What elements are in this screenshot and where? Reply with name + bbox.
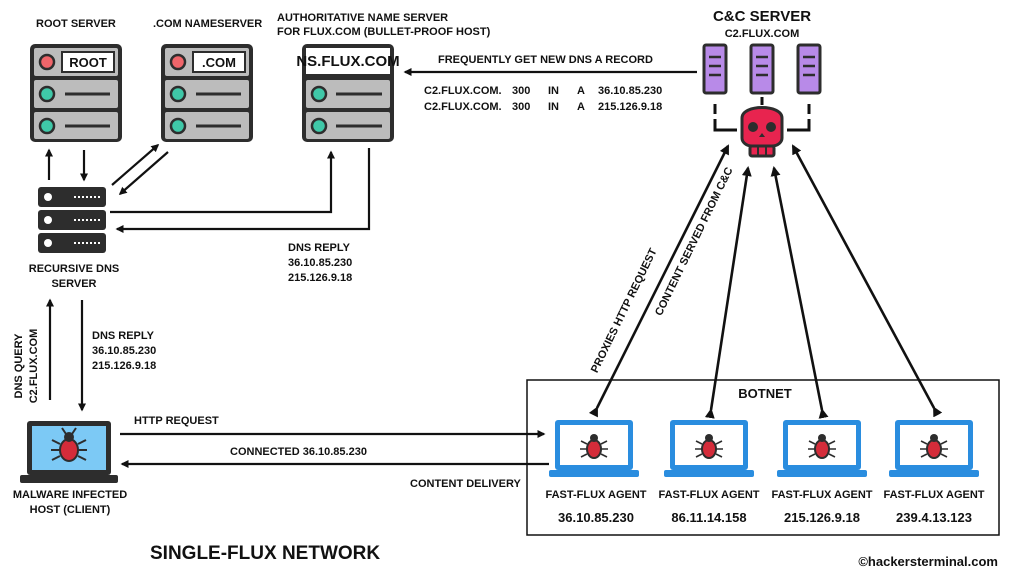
fast-flux-agent-4 [889,420,979,477]
com-nameserver-title: .COM NAMESERVER [153,18,262,30]
dns-record-ttl: 300 [512,101,530,113]
arrow-to-com [111,144,160,186]
auth-server-label: NS.FLUX.COM [296,53,399,70]
com-nameserver [161,44,253,142]
auth-server-title-1: AUTHORITATIVE NAME SERVER [277,12,448,24]
botnet-title: BOTNET [738,386,792,401]
authoritative-name-server [302,44,394,142]
dns-reply-auth-label: DNS REPLY [288,242,351,254]
connected-label: CONNECTED 36.10.85.230 [230,446,367,458]
http-request-label: HTTP REQUEST [134,415,219,427]
dns-update-label: FREQUENTLY GET NEW DNS A RECORD [438,54,653,66]
content-served-label: CONTENT SERVED FROM C&C [653,165,736,317]
arrow-to-auth [110,150,335,214]
dns-record-name: C2.FLUX.COM. [424,85,502,97]
dns-query-label-1: DNS QUERY [13,333,25,399]
dns-reply-auth-ip: 36.10.85.230 [288,257,352,269]
dns-record-type: A [577,101,585,113]
arrow-agent1-cc [588,144,730,418]
skull-icon [740,106,784,158]
dns-record-ip: 215.126.9.18 [598,101,662,113]
laptop-icon [777,420,867,477]
status-led-icon [38,117,56,135]
arrow-agent2-cc [704,166,752,419]
dns-reply-auth-ip: 215.126.9.18 [288,272,352,284]
dns-record-type: A [577,85,585,97]
com-nameserver-label: .COM [202,55,236,70]
status-led-icon [310,117,328,135]
bug-icon [51,427,87,462]
agent-ip: 215.126.9.18 [784,510,860,525]
recursive-dns-label-1: RECURSIVE DNS [29,263,119,275]
status-led-icon [38,85,56,103]
infected-client-laptop-icon [20,421,118,483]
client-label-2: HOST (CLIENT) [30,504,111,516]
arrow-agent4-cc [791,144,943,418]
root-server-title: ROOT SERVER [36,18,116,30]
bug-icon [920,434,948,459]
arrow-from-auth [115,148,371,233]
agent-label: FAST-FLUX AGENT [545,489,646,501]
agent-label: FAST-FLUX AGENT [658,489,759,501]
laptop-icon [664,420,754,477]
dns-record-ttl: 300 [512,85,530,97]
dns-reply-client-ip: 36.10.85.230 [92,345,156,357]
status-led-icon [38,53,56,71]
arrow-from-com [118,151,169,195]
diagram-title: SINGLE-FLUX NETWORK [150,543,380,564]
status-led-icon [169,85,187,103]
auth-server-title-2: FOR FLUX.COM (BULLET-PROOF HOST) [277,26,491,38]
status-led-icon [169,117,187,135]
recursive-dns-server [38,187,106,253]
cc-rack-icon [796,43,822,95]
dns-reply-client-label: DNS REPLY [92,330,155,342]
laptop-icon [549,420,639,477]
cc-server-title: C&C SERVER [713,8,811,25]
fast-flux-agent-2 [664,420,754,477]
recursive-dns-label-2: SERVER [51,278,96,290]
status-led-icon [310,85,328,103]
status-led-icon [169,53,187,71]
bug-icon [808,434,836,459]
agent-ip: 86.11.14.158 [671,510,746,525]
botnet-box [526,379,1000,536]
dns-reply-client-ip: 215.126.9.18 [92,360,156,372]
agent-label: FAST-FLUX AGENT [883,489,984,501]
fast-flux-agent-3 [777,420,867,477]
content-delivery-label: CONTENT DELIVERY [410,478,521,490]
agent-label: FAST-FLUX AGENT [771,489,872,501]
agent-ip: 239.4.13.123 [896,510,972,525]
cc-server-subtitle: C2.FLUX.COM [725,28,800,40]
credit-text: ©hackersterminal.com [858,554,998,569]
root-server [30,44,122,142]
cc-rack-icon [702,43,728,95]
dns-record-class: IN [548,101,559,113]
dns-record-class: IN [548,85,559,97]
root-server-label: ROOT [69,55,107,70]
cc-server-racks [702,43,822,132]
dns-arrows [45,68,697,412]
dns-records: C2.FLUX.COM. 300 IN A 36.10.85.230 C2.FL… [424,85,662,113]
bug-icon [695,434,723,459]
dns-record-ip: 36.10.85.230 [598,85,662,97]
bug-icon [580,434,608,459]
dns-record-name: C2.FLUX.COM. [424,101,502,113]
laptop-icon [889,420,979,477]
arrow-agent3-cc [770,166,829,419]
client-label-1: MALWARE INFECTED [13,489,127,501]
cc-rack-icon [749,43,775,95]
agent-ip: 36.10.85.230 [558,510,634,525]
fast-flux-agent-1 [549,420,639,477]
dns-query-label-2: C2.FLUX.COM [28,329,40,404]
